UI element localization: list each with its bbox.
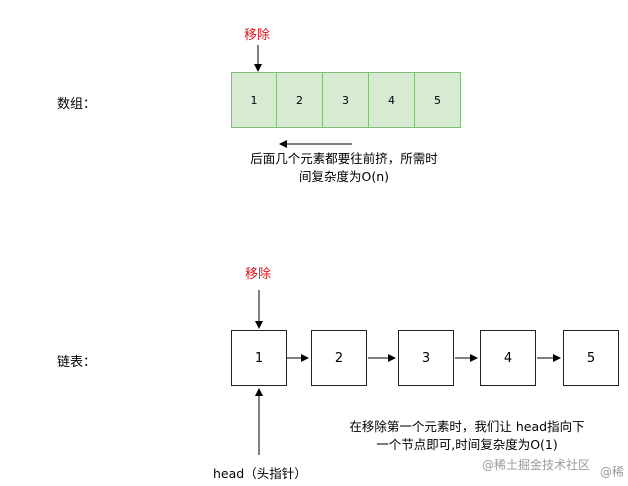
watermark: @稀土掘金技术社区 (482, 458, 591, 472)
array-remove-label: 移除 (244, 28, 271, 43)
array-cells: 1 2 3 4 5 (231, 72, 461, 128)
array-cell: 2 (277, 72, 323, 128)
list-caption-line1: 在移除第一个元素时，我们让 head指向下 (349, 419, 585, 434)
array-cell: 1 (231, 72, 277, 128)
head-pointer-label: head（头指针） (213, 466, 307, 481)
list-caption-line2: 一个节点即可,时间复杂度为O(1) (376, 437, 558, 452)
array-section-label: 数组： (57, 97, 97, 112)
list-node: 2 (311, 330, 367, 386)
list-node: 4 (480, 330, 536, 386)
list-remove-label: 移除 (245, 267, 272, 282)
array-caption: 后面几个元素都要往前挤，所需时 间复杂度为O(n) (224, 150, 464, 186)
array-caption-line1: 后面几个元素都要往前挤，所需时 (250, 151, 438, 166)
array-caption-line2: 间复杂度为O(n) (298, 169, 389, 184)
list-caption: 在移除第一个元素时，我们让 head指向下 一个节点即可,时间复杂度为O(1) (322, 418, 612, 454)
list-node: 5 (563, 330, 619, 386)
array-cell: 3 (323, 72, 369, 128)
watermark-edge: @稀 (600, 465, 625, 479)
list-node: 1 (231, 330, 287, 386)
array-cell: 4 (369, 72, 415, 128)
list-section-label: 链表： (57, 355, 97, 370)
list-node: 3 (398, 330, 454, 386)
array-cell: 5 (415, 72, 461, 128)
